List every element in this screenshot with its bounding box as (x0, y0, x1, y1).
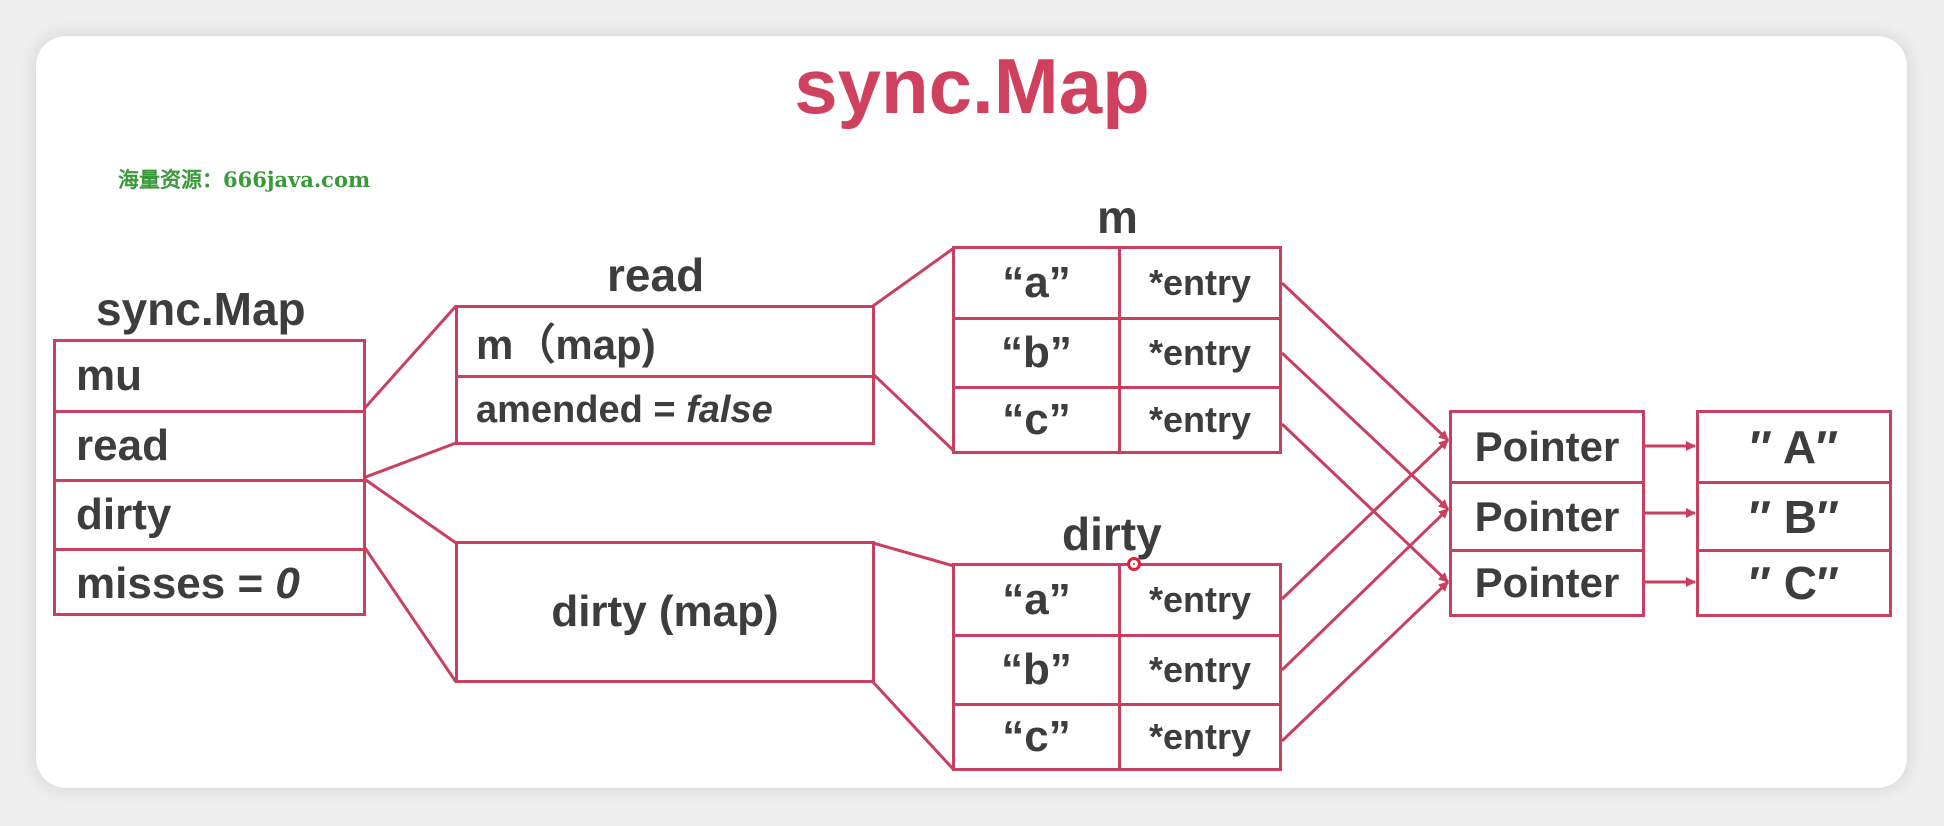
page-title: sync.Map (794, 42, 1150, 130)
dirty-map-table: “a” *entry “b” *entry “c” *entry (952, 563, 1282, 771)
arrow-m-a-pointer (1280, 281, 1450, 442)
syncmap-struct: mu read dirty misses = 0 (53, 339, 366, 616)
connector-read-m-top (872, 246, 955, 308)
value-table: ″ A″ ″ B″ ″ C″ (1696, 410, 1892, 617)
connector-dirty-map-bottom (871, 680, 956, 772)
dirty-map-key-b: “b” (955, 634, 1118, 703)
watermark: 海量资源：666java.com (118, 167, 371, 192)
m-map-divider (1118, 249, 1121, 451)
m-map-key-b: “b” (955, 317, 1118, 386)
syncmap-field-read: read (56, 410, 363, 479)
m-map-key-c: “c” (955, 386, 1118, 451)
read-field-m: m（map) (476, 321, 656, 368)
value-a: ″ A″ (1749, 421, 1839, 473)
dirty-map-key-a: “a” (1002, 575, 1071, 624)
value-b: ″ B″ (1699, 481, 1889, 549)
dirty-map-key-c: “c” (955, 703, 1118, 768)
connector-syncmap-read-bottom (362, 441, 457, 480)
arrow-m-b-pointer (1280, 351, 1450, 511)
syncmap-field-dirty: dirty (56, 479, 363, 548)
dirty-map-divider (1118, 566, 1121, 768)
syncmap-field-misses: misses = 0 (56, 548, 363, 616)
dirty-struct-label: dirty (map) (551, 587, 779, 636)
value-c: ″ C″ (1699, 549, 1889, 614)
syncmap-field-mu: mu (76, 351, 142, 400)
dirty-struct: dirty (map) (455, 541, 875, 683)
dirty-map-value-b: *entry (1121, 634, 1279, 703)
pointer-a: Pointer (1474, 423, 1620, 470)
arrow-dirty-c-pointer (1280, 580, 1450, 743)
arrow-dirty-b-pointer (1280, 507, 1450, 672)
m-map-table: “a” *entry “b” *entry “c” *entry (952, 246, 1282, 454)
dirty-map-label: dirty (1062, 508, 1162, 560)
pointer-c: Pointer (1452, 549, 1642, 614)
arrow-m-c-pointer (1280, 422, 1450, 584)
dirty-map-value-c: *entry (1121, 703, 1279, 768)
connector-syncmap-dirty-bottom (361, 544, 458, 683)
m-map-value-c: *entry (1121, 386, 1279, 451)
m-map-label: m (1097, 191, 1138, 243)
read-label: read (607, 249, 705, 301)
pointer-b: Pointer (1452, 481, 1642, 549)
syncmap-label: sync.Map (96, 283, 306, 335)
dirty-map-value-a: *entry (1148, 579, 1252, 620)
read-field-amended: amended = false (458, 375, 872, 442)
read-struct: m（map) amended = false (455, 305, 875, 445)
connector-read-m-bottom (871, 372, 956, 453)
connector-syncmap-dirty-top (362, 476, 457, 545)
m-map-value-a: *entry (1148, 262, 1252, 303)
m-map-value-b: *entry (1121, 317, 1279, 386)
connector-dirty-map-top (872, 541, 955, 568)
mouse-cursor-indicator (1127, 557, 1141, 571)
pointer-table: Pointer Pointer Pointer (1449, 410, 1645, 617)
connector-syncmap-read-top (361, 305, 458, 411)
m-map-key-a: “a” (1002, 258, 1071, 307)
arrow-dirty-a-pointer (1280, 438, 1450, 601)
